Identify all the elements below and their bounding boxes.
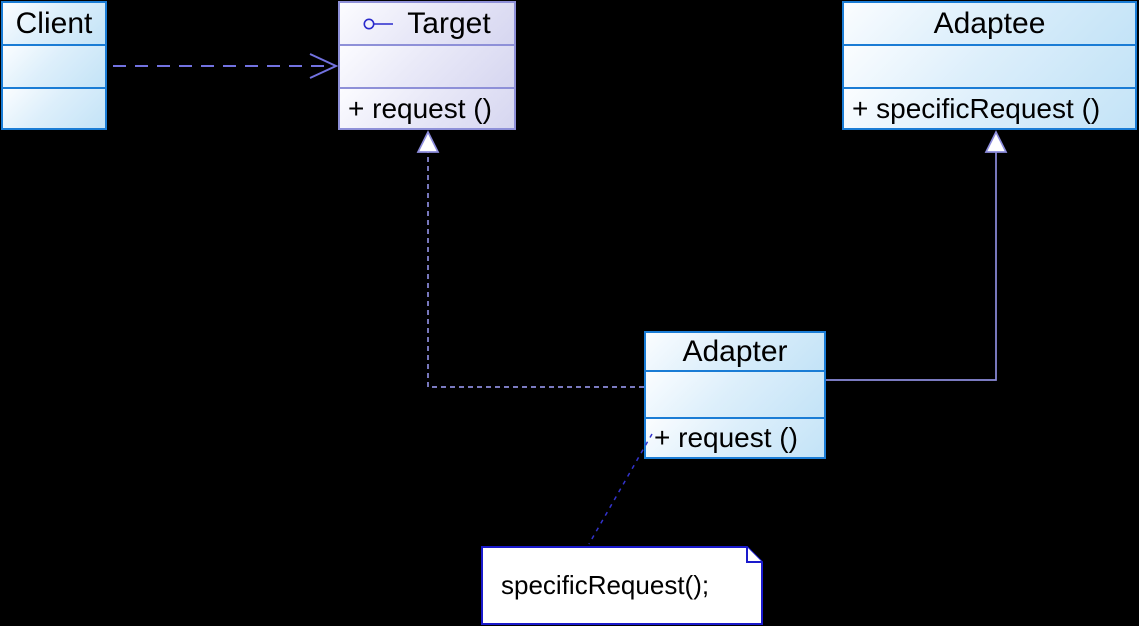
method-label: + specificRequest () xyxy=(852,92,1101,124)
note-fold-icon xyxy=(746,547,762,563)
class-name-label: Adaptee xyxy=(933,6,1046,40)
methods-compartment: + request () xyxy=(340,87,514,128)
generalization-edge-adapter-adaptee[interactable] xyxy=(826,130,1008,381)
methods-compartment: + specificRequest () xyxy=(844,87,1135,128)
methods-compartment: + request () xyxy=(646,417,824,457)
class-box-client[interactable]: Client xyxy=(1,1,107,130)
class-box-adaptee[interactable]: Adaptee + specificRequest () xyxy=(842,1,1137,130)
attributes-compartment xyxy=(844,44,1135,87)
attributes-compartment xyxy=(340,44,514,87)
class-name-label: Target xyxy=(407,6,491,40)
note-shape xyxy=(481,546,763,625)
method-label: + request () xyxy=(654,422,798,453)
class-title-compartment: Client xyxy=(3,3,105,44)
dependency-arrow-client-target[interactable] xyxy=(113,53,339,79)
class-title-compartment: Target xyxy=(340,3,514,44)
note-anchor-edge[interactable] xyxy=(588,433,653,545)
hollow-triangle-arrowhead xyxy=(416,130,440,153)
hollow-triangle-arrowhead xyxy=(984,130,1008,153)
class-title-compartment: Adapter xyxy=(646,333,824,370)
attributes-compartment xyxy=(3,44,105,87)
methods-compartment xyxy=(3,87,105,128)
class-name-label: Adapter xyxy=(682,334,788,368)
realization-edge-adapter-target[interactable] xyxy=(416,130,644,388)
class-title-compartment: Adaptee xyxy=(844,3,1135,44)
attributes-compartment xyxy=(646,370,824,417)
class-name-label: Client xyxy=(15,6,93,40)
note-box[interactable]: specificRequest(); xyxy=(481,546,763,625)
method-label: + request () xyxy=(348,92,492,124)
note-text: specificRequest(); xyxy=(501,570,710,600)
class-box-adapter[interactable]: Adapter + request () xyxy=(644,331,826,459)
interface-lollipop-icon xyxy=(363,18,394,29)
class-box-target[interactable]: Target + request () xyxy=(338,1,516,130)
